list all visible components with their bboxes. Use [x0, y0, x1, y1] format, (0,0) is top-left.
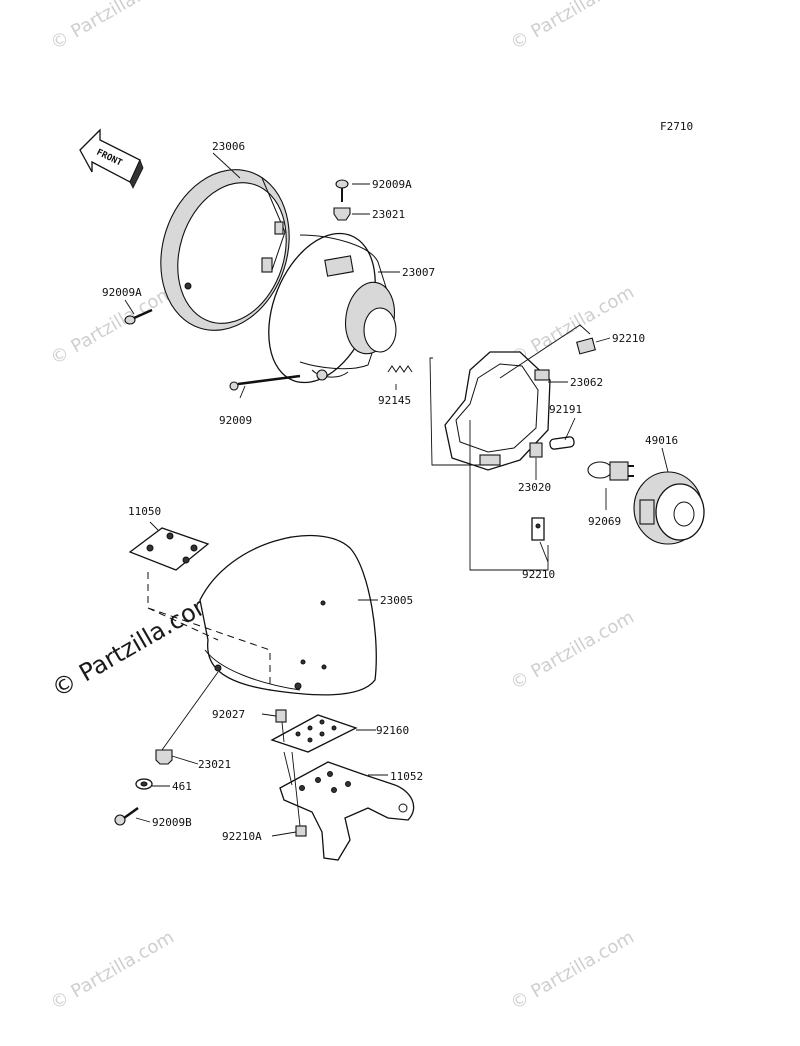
- part-label: 92191: [549, 403, 582, 416]
- part-label: 92210: [522, 568, 555, 581]
- part-label: 92069: [588, 515, 621, 528]
- part-label: 23006: [212, 140, 245, 153]
- clip-92210-top: [576, 337, 596, 355]
- watermark: © Partzilla.com: [507, 282, 638, 370]
- nut-92210a: [295, 825, 307, 837]
- nut-23021-top: [333, 207, 351, 221]
- part-label: 461: [172, 780, 192, 793]
- watermark: © Partzilla.com: [47, 927, 178, 1015]
- dashed-outline: [147, 572, 271, 690]
- nut-23021-bottom: [155, 749, 173, 765]
- figure-code: F2710: [660, 120, 693, 133]
- spring-92145: [387, 365, 413, 373]
- front-arrow-icon: FRONT: [79, 128, 144, 189]
- part-label: 23062: [570, 376, 603, 389]
- cover-49016: [633, 471, 705, 545]
- bolt-92009b: [114, 806, 139, 826]
- part-label: 92009A: [372, 178, 412, 191]
- part-label: 92009B: [152, 816, 192, 829]
- part-label: 92145: [378, 394, 411, 407]
- socket-bracket: [444, 351, 551, 471]
- watermark: © Partzilla.com: [507, 607, 638, 695]
- headlight-housing: [268, 232, 397, 384]
- watermark: © Partzilla.com: [507, 0, 638, 54]
- part-label: 23021: [372, 208, 405, 221]
- part-label: 92009A: [102, 286, 142, 299]
- bracket-11052: [279, 761, 415, 861]
- part-label: 49016: [645, 434, 678, 447]
- leader-lines: [124, 152, 669, 837]
- watermark-main: © Partzilla.com: [47, 586, 221, 703]
- watermark: © Partzilla.com: [507, 927, 638, 1015]
- part-label: 92027: [212, 708, 245, 721]
- headlight-cowl: [199, 535, 377, 696]
- part-label: 92009: [219, 414, 252, 427]
- clip-92210-bottom: [531, 517, 545, 541]
- part-labels: 23006 92009A 23021 23007 92009A 92009 92…: [102, 140, 678, 843]
- part-label: 92160: [376, 724, 409, 737]
- plate-11050: [128, 527, 210, 571]
- spacer-92027: [275, 709, 287, 723]
- watermark: © Partzilla.com: [47, 0, 178, 54]
- part-label: 92210A: [222, 830, 262, 843]
- part-label: 11052: [390, 770, 423, 783]
- bulb-92069: [587, 461, 634, 481]
- part-label: 23005: [380, 594, 413, 607]
- part-label: 23020: [518, 481, 551, 494]
- cap-92191: [549, 436, 575, 450]
- part-label: 11050: [128, 505, 161, 518]
- part-label: 23007: [402, 266, 435, 279]
- bolt-92009a-left: [124, 308, 153, 325]
- washer-461: [135, 778, 153, 790]
- socket-23020: [529, 442, 543, 458]
- part-label: 23021: [198, 758, 231, 771]
- bolt-92009a-top: [335, 179, 349, 202]
- plate-92160: [270, 714, 358, 753]
- part-label: 92210: [612, 332, 645, 345]
- headlight-rim: [160, 169, 290, 331]
- bolt-92009-long: [229, 374, 301, 391]
